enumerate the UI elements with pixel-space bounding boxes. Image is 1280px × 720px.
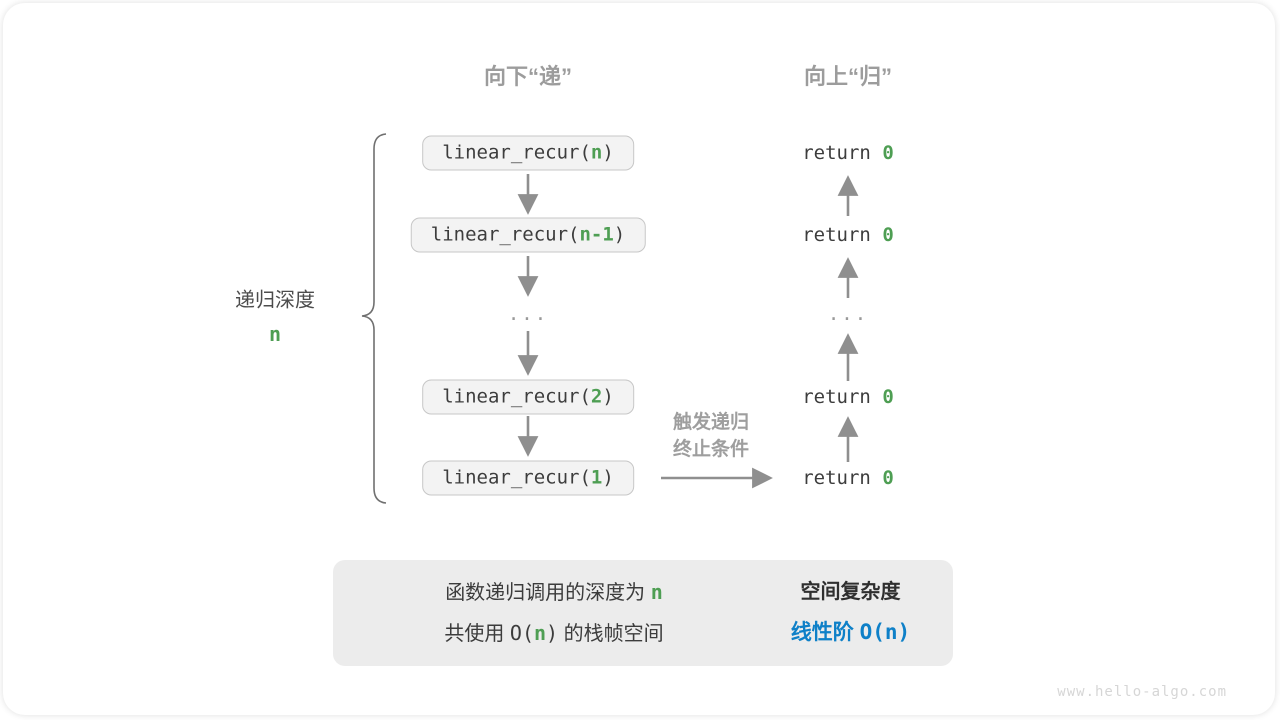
depth-brace-icon: [361, 133, 387, 504]
frame-arg: n: [590, 141, 603, 164]
frame-box-n-1: linear_recur(n-1): [410, 217, 646, 253]
return-value: 0: [882, 142, 894, 164]
summary-line1-value: n: [650, 580, 663, 604]
return-value: 0: [882, 224, 894, 246]
summary-right-value-code: O(n): [859, 620, 911, 644]
frame-arg: 2: [590, 385, 603, 408]
return-row-1: return 0: [802, 142, 894, 164]
summary-line2-b: O(: [509, 621, 534, 645]
summary-line2-e: 的栈帧空间: [558, 623, 664, 645]
frame-code: linear_recur(: [442, 385, 591, 408]
return-ellipsis: ...: [827, 303, 869, 325]
trigger-note-line2: 终止条件: [672, 439, 750, 460]
return-code: return: [802, 224, 883, 246]
summary-box: 函数递归调用的深度为 n 共使用 O(n) 的栈帧空间 空间复杂度 线性阶 O(…: [333, 560, 953, 666]
frame-box-1: linear_recur(1): [422, 460, 634, 496]
return-code: return: [802, 386, 883, 408]
frame-arg: n-1: [579, 223, 614, 246]
frame-code: ): [613, 223, 626, 246]
stack-ellipsis: ...: [507, 303, 549, 325]
return-value: 0: [882, 386, 894, 408]
summary-line1: 函数递归调用的深度为 n: [363, 572, 745, 613]
watermark: www.hello-algo.com: [1057, 684, 1227, 700]
frame-code: linear_recur(: [430, 223, 580, 246]
summary-right-text: 空间复杂度 线性阶 O(n): [763, 572, 938, 653]
summary-line2-d: ): [546, 621, 559, 645]
summary-right-value: 线性阶 O(n): [763, 612, 938, 653]
return-code: return: [802, 467, 883, 489]
trigger-note-line1: 触发递归: [672, 412, 750, 433]
return-value: 0: [882, 467, 894, 489]
header-descend: 向下“递”: [483, 64, 573, 89]
return-row-2: return 0: [802, 224, 894, 246]
summary-line2: 共使用 O(n) 的栈帧空间: [363, 613, 745, 654]
frame-box-2: linear_recur(2): [422, 379, 634, 415]
frame-code: linear_recur(: [442, 141, 591, 164]
summary-left-text: 函数递归调用的深度为 n 共使用 O(n) 的栈帧空间: [363, 572, 745, 654]
summary-right-title: 空间复杂度: [800, 581, 901, 603]
return-row-3: return 0: [802, 386, 894, 408]
frame-code: ): [602, 141, 614, 164]
trigger-note: 触发递归 终止条件: [673, 409, 749, 463]
header-ascend: 向上“归”: [803, 64, 893, 89]
frame-code: ): [602, 385, 614, 408]
frame-arg: 1: [590, 466, 603, 489]
diagram-card: 向下“递” 向上“归” 递归深度 n linear_recur(n) linea…: [3, 3, 1275, 715]
summary-right-value-text: 线性阶: [790, 621, 860, 644]
frame-code: linear_recur(: [442, 466, 591, 489]
depth-label: 递归深度: [235, 289, 315, 312]
summary-line2-a: 共使用: [444, 623, 510, 645]
return-row-4: return 0: [802, 467, 894, 489]
frame-box-n: linear_recur(n): [422, 135, 634, 171]
summary-line2-c: n: [534, 621, 547, 645]
summary-line1-text: 函数递归调用的深度为: [445, 582, 646, 604]
depth-value: n: [268, 322, 282, 346]
return-code: return: [802, 142, 883, 164]
frame-code: ): [602, 466, 614, 489]
